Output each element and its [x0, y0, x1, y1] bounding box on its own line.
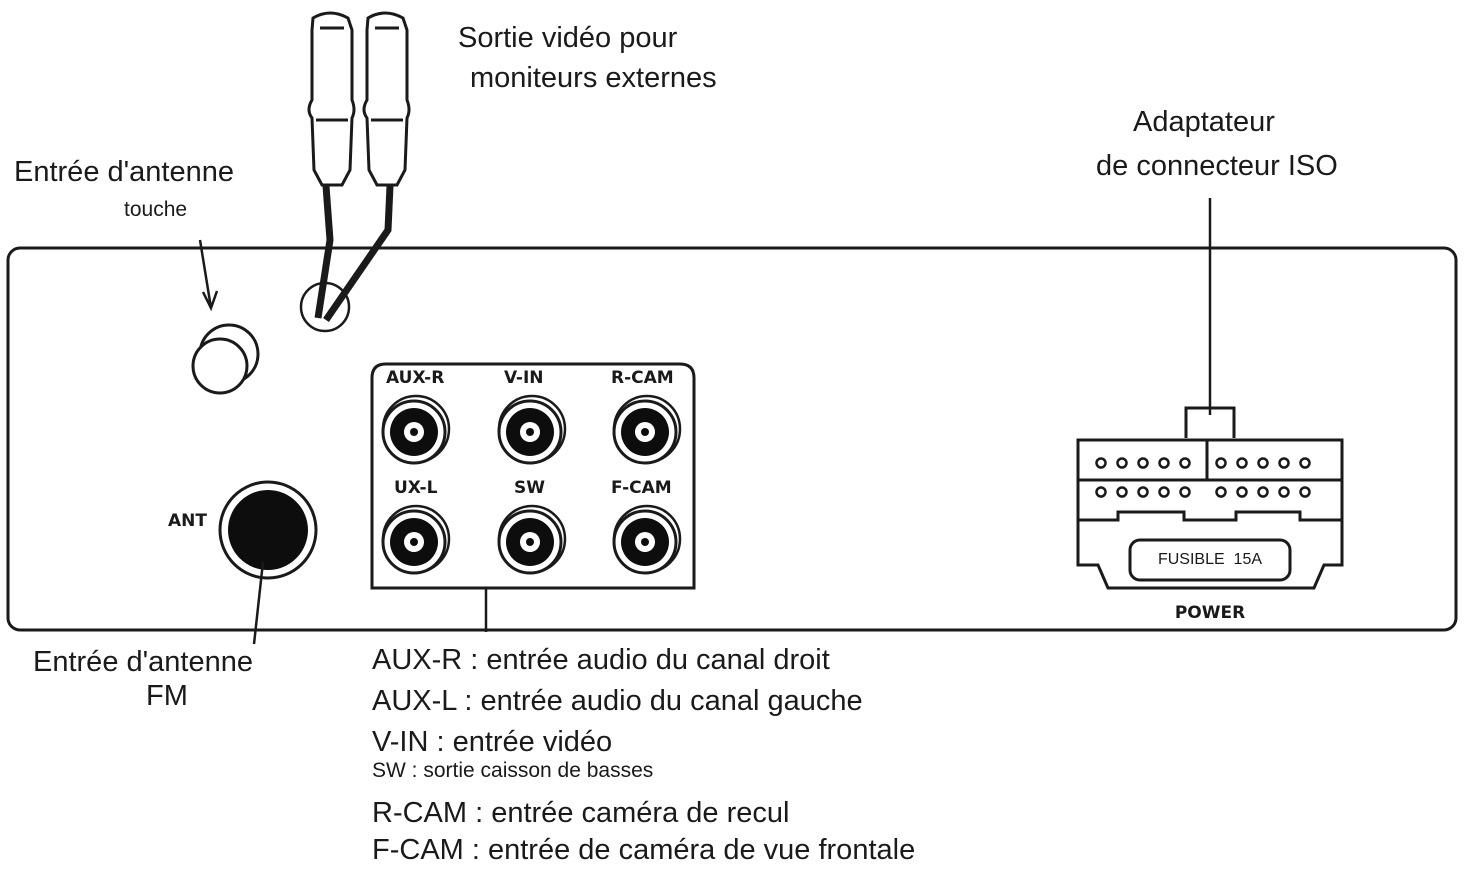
iso-pin — [1257, 457, 1269, 469]
iso-pin — [1095, 486, 1107, 498]
iso-pin — [1158, 457, 1170, 469]
iso-pin — [1299, 457, 1311, 469]
legend-aux-r: AUX-R : entrée audio du canal droit — [372, 644, 830, 676]
jack-label-aux-r: AUX-R — [386, 368, 444, 388]
fm-antenna-leader — [252, 561, 265, 645]
antenna-key-jack — [191, 323, 260, 395]
video-output-cables — [299, 11, 411, 333]
jack-legend: AUX-R : entrée audio du canal droit AUX-… — [372, 644, 915, 867]
legend-f-cam: F-CAM : entrée de caméra de vue frontale — [372, 834, 916, 866]
fm-antenna-label-line1: Entrée d'antenne — [33, 646, 253, 678]
video-out-label-line1: Sortie vidéo pour — [458, 22, 678, 54]
rca-jack-v-in — [497, 394, 567, 465]
power-label: POWER — [1175, 603, 1245, 623]
iso-label-line2: de connecteur ISO — [1096, 150, 1338, 182]
antenna-key-label-line2: touche — [124, 198, 188, 221]
iso-pin — [1299, 486, 1311, 498]
iso-pin — [1116, 457, 1128, 469]
fm-antenna-socket — [228, 490, 308, 570]
iso-pin — [1215, 486, 1227, 498]
jack-label-v-in: V-IN — [504, 368, 544, 388]
antenna-key-label-line1: Entrée d'antenne — [14, 156, 234, 188]
iso-pin — [1137, 457, 1149, 469]
rca-jack-aux-l — [381, 504, 451, 575]
rca-jack-block — [370, 362, 696, 590]
iso-pin — [1278, 486, 1290, 498]
iso-pin — [1137, 486, 1149, 498]
iso-pin — [1278, 457, 1290, 469]
rca-jack-f-cam — [612, 504, 682, 575]
iso-pin — [1236, 457, 1248, 469]
rca-jack-r-cam — [612, 394, 682, 465]
video-out-label-line2: moniteurs externes — [470, 62, 717, 94]
iso-pin — [1095, 457, 1107, 469]
jack-label-f-cam: F-CAM — [611, 478, 672, 498]
iso-connector — [1076, 406, 1344, 590]
iso-pin — [1179, 457, 1191, 469]
fuse-label: FUSIBLE 15A — [1158, 551, 1262, 568]
legend-aux-l: AUX-L : entrée audio du canal gauche — [372, 685, 863, 717]
iso-connector-pins — [1095, 457, 1311, 498]
chassis-outline — [6, 246, 1458, 632]
antenna-key-arrow — [198, 239, 219, 312]
jack-label-sw: SW — [514, 478, 545, 498]
jack-label-r-cam: R-CAM — [611, 368, 674, 388]
iso-label-line1: Adaptateur — [1133, 106, 1275, 138]
legend-sw: SW : sortie caisson de basses — [372, 759, 654, 782]
iso-pin — [1257, 486, 1269, 498]
jack-label-aux-l: UX-L — [394, 478, 438, 498]
rca-jack-aux-r — [381, 394, 451, 465]
rca-jacks — [381, 394, 682, 575]
ant-label: ANT — [168, 511, 207, 531]
iso-pin — [1158, 486, 1170, 498]
iso-pin — [1116, 486, 1128, 498]
rca-jack-sw — [497, 504, 567, 575]
iso-pin — [1236, 486, 1248, 498]
legend-r-cam: R-CAM : entrée caméra de recul — [372, 797, 790, 829]
legend-v-in: V-IN : entrée vidéo — [372, 726, 613, 758]
iso-pin — [1179, 486, 1191, 498]
fm-antenna-label-line2: FM — [146, 680, 188, 712]
iso-pin — [1215, 457, 1227, 469]
